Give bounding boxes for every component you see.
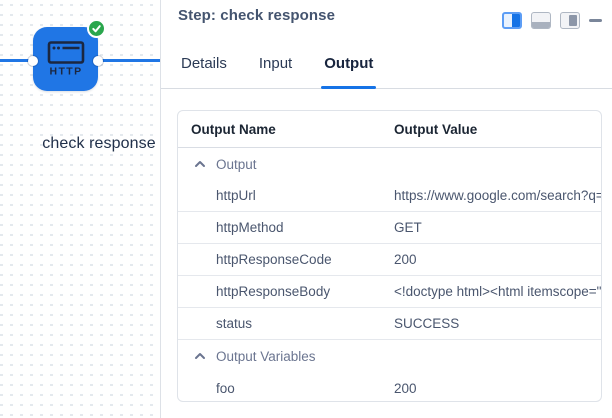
column-header-output-value: Output Value bbox=[394, 121, 478, 137]
table-header-row: Output Name Output Value bbox=[178, 111, 601, 148]
node-port-right[interactable] bbox=[93, 56, 103, 66]
table-body: Output httpUrl https://www.google.com/se… bbox=[178, 148, 601, 401]
column-header-output-name: Output Name bbox=[191, 121, 276, 137]
split-view-icon[interactable] bbox=[502, 12, 522, 29]
output-name-cell: httpResponseBody bbox=[216, 284, 331, 299]
tab-details[interactable]: Details bbox=[181, 55, 227, 72]
output-value-cell: <!doctype html><html itemscope=" bbox=[394, 284, 601, 299]
output-table-card: Output Name Output Value Output httpUrl … bbox=[177, 110, 602, 402]
chevron-up-icon[interactable] bbox=[194, 158, 206, 170]
chevron-up-icon[interactable] bbox=[194, 350, 206, 362]
output-value-cell: 200 bbox=[394, 380, 417, 396]
table-group-row: Output Variables bbox=[178, 340, 601, 372]
minimize-icon[interactable] bbox=[589, 19, 602, 22]
floating-panel-icon[interactable] bbox=[560, 12, 580, 29]
table-row: foo 200 bbox=[178, 372, 601, 401]
workflow-canvas[interactable]: HTTP check response bbox=[0, 0, 160, 418]
http-icon: HTTP bbox=[47, 41, 84, 78]
output-name-cell: httpUrl bbox=[216, 188, 256, 203]
tab-input[interactable]: Input bbox=[258, 55, 293, 72]
output-name-cell: httpResponseCode bbox=[216, 252, 332, 267]
output-name-cell: foo bbox=[216, 380, 235, 396]
table-row: httpResponseCode 200 bbox=[178, 244, 601, 276]
output-value-cell: https://www.google.com/search?q= bbox=[394, 188, 601, 203]
svg-text:HTTP: HTTP bbox=[49, 66, 82, 78]
node-port-left[interactable] bbox=[28, 56, 38, 66]
table-row: httpUrl https://www.google.com/search?q= bbox=[178, 180, 601, 212]
output-name-cell: httpMethod bbox=[216, 220, 284, 235]
tabs-border bbox=[161, 88, 612, 89]
output-name-cell: status bbox=[216, 316, 253, 331]
connector-line-left bbox=[0, 59, 34, 62]
table-group-row: Output bbox=[178, 148, 601, 180]
panel-divider[interactable] bbox=[160, 0, 161, 418]
tab-bar: Details Input Output bbox=[178, 55, 377, 89]
panel-controls bbox=[502, 12, 602, 29]
panel-title: Step: check response bbox=[178, 7, 336, 24]
http-step-node[interactable]: HTTP check response bbox=[28, 19, 156, 152]
table-row: httpResponseBody <!doctype html><html it… bbox=[178, 276, 601, 308]
tab-output[interactable]: Output bbox=[321, 55, 377, 89]
output-value-cell: GET bbox=[394, 220, 422, 235]
group-label: Output bbox=[216, 156, 257, 172]
table-row: httpMethod GET bbox=[178, 212, 601, 244]
output-value-cell: 200 bbox=[394, 252, 417, 267]
table-row: status SUCCESS bbox=[178, 308, 601, 340]
connector-line-right bbox=[97, 59, 160, 62]
bottom-panel-icon[interactable] bbox=[531, 12, 551, 29]
output-value-cell: SUCCESS bbox=[394, 316, 460, 331]
group-label: Output Variables bbox=[216, 348, 316, 364]
node-label: check response bbox=[42, 135, 156, 152]
success-check-badge-icon bbox=[87, 19, 106, 38]
